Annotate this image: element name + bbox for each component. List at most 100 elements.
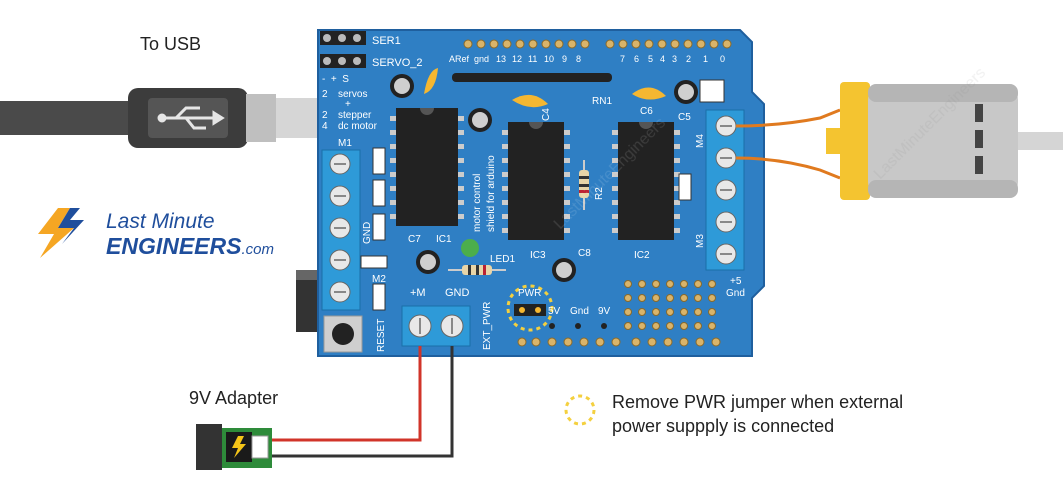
reset-button [323, 315, 363, 353]
svg-text:2: 2 [322, 89, 328, 100]
usb-cable [0, 88, 326, 148]
bottom-pin-holes [517, 337, 721, 347]
r2-resistor [579, 160, 589, 210]
pwr-label: PWR [518, 288, 541, 299]
terminal-m3-m4 [705, 109, 745, 271]
svg-text:stepper: stepper [338, 110, 372, 121]
m2-label: M2 [372, 274, 386, 285]
svg-text:4: 4 [322, 121, 328, 132]
motor-shield-board: SER1 SERVO_2 - + S 2 servos + 2 stepper … [317, 29, 765, 357]
svg-text:1: 1 [703, 54, 708, 64]
ser1-header [320, 31, 366, 45]
c8-label: C8 [578, 248, 591, 259]
ic3-label: IC3 [530, 250, 546, 261]
lightning-bolt-icon [38, 208, 74, 258]
servo2-header [320, 54, 366, 68]
c4-label: C4 [541, 108, 552, 121]
svg-text:11: 11 [528, 54, 537, 64]
svg-text:0: 0 [720, 54, 725, 64]
c7-label: C7 [408, 234, 421, 245]
dc-motor [826, 82, 1063, 200]
power-bolt-icon [232, 436, 246, 458]
proto-grid [624, 280, 716, 330]
usb-symbol-icon [157, 106, 225, 130]
logo-line2: ENGINEERS [106, 233, 242, 259]
dc-adapter-jack [196, 424, 272, 470]
ic3-chip [502, 122, 570, 240]
motor-wires [735, 108, 841, 180]
rn1-resistor-network [452, 73, 612, 82]
capacitor-c4 [512, 94, 548, 108]
rn1-label: RN1 [592, 96, 612, 107]
bottom-9v-label: 9V [598, 306, 611, 317]
gnd-left-label: GND [362, 222, 373, 244]
adapter-label: 9V Adapter [189, 388, 279, 408]
ser1-label: SER1 [372, 35, 401, 47]
ic2-label: IC2 [634, 250, 650, 261]
plus-m-label: +M [410, 287, 426, 299]
ic2-chip [612, 122, 680, 240]
left-jumpers [360, 147, 388, 311]
electrolytic-servo [390, 74, 414, 98]
capacitor-servo [424, 68, 438, 94]
dc-jack-under [296, 276, 318, 332]
power-wires [272, 346, 454, 458]
gnd-right-label: Gnd [726, 288, 745, 299]
ic1-label: IC1 [436, 234, 452, 245]
electrolytic-c7 [416, 250, 440, 274]
logo-line1: Last Minute [106, 210, 215, 233]
svg-text:2: 2 [322, 110, 328, 121]
chip-label-line1: motor control [472, 174, 483, 232]
electrolytic-c8 [552, 258, 576, 282]
m1-label: M1 [338, 138, 352, 149]
r2-label: R2 [594, 187, 605, 200]
servo-description: 2 servos + 2 stepper 4 dc motor [322, 89, 378, 132]
ext-pwr-label: EXT_PWR [482, 302, 493, 350]
bottom-gnd-label: Gnd [570, 306, 589, 317]
electrolytic-mid [468, 108, 492, 132]
m3-label: M3 [695, 234, 706, 248]
svg-text:8: 8 [576, 54, 581, 64]
svg-text:10: 10 [544, 54, 554, 64]
gnd-terminal-label: GND [445, 287, 470, 299]
bottom-5v-label: 5V [548, 306, 561, 317]
capacitor-c6 [632, 87, 666, 100]
svg-text:12: 12 [512, 54, 522, 64]
svg-text:3: 3 [672, 54, 677, 64]
jumper-note-icon [564, 394, 596, 426]
led-resistor [448, 265, 506, 275]
last-minute-engineers-logo: Last Minute ENGINEERS.com [38, 208, 274, 259]
top-pin-holes [463, 39, 732, 49]
c6-label: C6 [640, 106, 653, 117]
pwr-jumper-highlight [506, 284, 554, 332]
svg-text:2: 2 [686, 54, 691, 64]
led1 [461, 239, 479, 257]
svg-text:ENGINEERS.com: ENGINEERS.com [106, 233, 274, 259]
servo-pin-labels: - + S [322, 74, 349, 85]
c5-label: C5 [678, 112, 691, 123]
logo-suffix: .com [241, 241, 274, 258]
m4-label: M4 [695, 134, 706, 148]
svg-text:13: 13 [496, 54, 506, 64]
servo2-label: SERVO_2 [372, 57, 423, 69]
ext-power-terminal [401, 305, 471, 347]
led1-label: LED1 [490, 254, 515, 265]
plus5-label: +5 [730, 276, 742, 287]
chip-label-line2: shield for arduino [486, 155, 497, 232]
gnd-top-label: gnd [474, 54, 489, 64]
svg-text:dc motor: dc motor [338, 121, 378, 132]
electrolytic-c5 [674, 80, 698, 104]
reset-label: RESET [376, 319, 387, 352]
svg-text:6: 6 [634, 54, 639, 64]
pin-number-labels: 13 12 11 10 9 8 7 6 5 4 3 2 1 0 [496, 54, 725, 64]
svg-text:4: 4 [660, 54, 665, 64]
svg-text:7: 7 [620, 54, 625, 64]
terminal-m1-m2 [321, 149, 361, 311]
aref-label: ARef [449, 54, 470, 64]
note-line1: Remove PWR jumper when external [612, 392, 904, 412]
svg-text:9: 9 [562, 54, 567, 64]
note-line2: power suppply is connected [612, 416, 835, 436]
usb-label: To USB [140, 34, 202, 54]
right-jumpers [678, 79, 725, 201]
